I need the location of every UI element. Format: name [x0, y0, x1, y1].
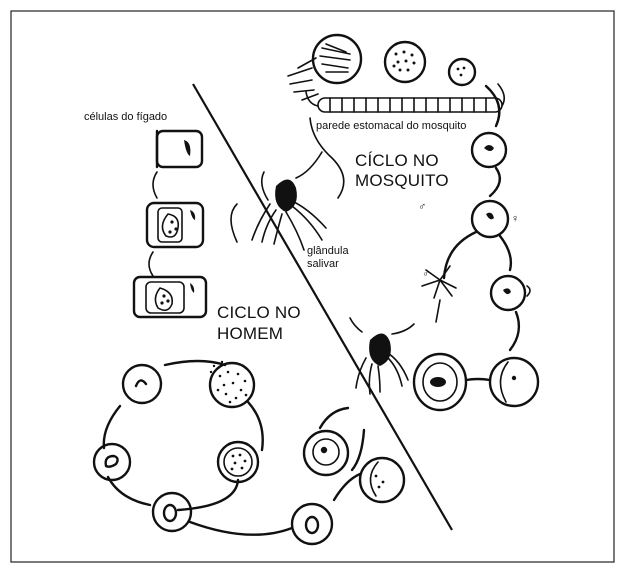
liver-cell-2: [145, 201, 205, 249]
oocyst-dotted: [383, 40, 427, 84]
liver-cells: [132, 129, 208, 319]
human-stage-5: [151, 491, 193, 533]
label-mosquito-cycle-line1: CÍCLO NO: [355, 151, 439, 170]
female-symbol: ♀: [511, 213, 519, 225]
stomach-cell-row: [305, 83, 506, 113]
label-mosquito-cycle-line2: MOSQUITO: [355, 171, 449, 190]
oocyst-with-sporozoites: [311, 33, 363, 85]
human-to-gametocyte-connector: [188, 520, 294, 536]
label-salivary-line1: glândula: [307, 245, 349, 257]
mosquito-stage-5: [488, 356, 540, 408]
human-cycle-arc: [102, 359, 264, 512]
label-human-cycle-line1: CICLO NO: [217, 303, 301, 322]
mosquito-stage-1: [470, 131, 508, 169]
label-human-cycle-line2: HOMEM: [217, 324, 283, 343]
oocyst-small: [447, 57, 477, 87]
figure-frame: [10, 10, 615, 563]
exflagellation: [421, 265, 457, 323]
liver-cell-connector-2: [148, 251, 154, 277]
label-liver-cells: células do fígado: [84, 111, 167, 123]
human-stage-4: [216, 440, 260, 484]
liver-cell-1: [155, 129, 204, 169]
mosquito-stage-2: [470, 199, 510, 239]
male-symbol-1: ♂: [418, 201, 426, 213]
salivary-connector: [309, 117, 345, 199]
human-stage-1: [121, 363, 163, 405]
label-salivary-line2: salivar: [307, 258, 339, 270]
mosquito-cycle: ♂ ♀ ♂: [412, 84, 540, 412]
mosquito-stage-3: [489, 274, 527, 312]
stomach-wall: [287, 33, 506, 113]
mosquito-upper: [230, 151, 327, 251]
mosquito-stage-4: [412, 352, 468, 412]
human-stage-3: [92, 442, 132, 482]
released-sporozoites: [287, 57, 319, 101]
human-cycle: [92, 359, 264, 533]
divider-line: [192, 83, 453, 531]
mosquito-lower: [349, 317, 415, 395]
gametocyte-stages: [290, 406, 406, 546]
label-stomach-wall: parede estomacal do mosquito: [316, 120, 466, 132]
liver-cell-connector-1: [152, 171, 158, 199]
liver-cell-3: [132, 275, 208, 319]
male-symbol-2: ♂: [422, 268, 430, 280]
human-stage-2: [208, 360, 256, 409]
male-gamete-tail: [526, 285, 531, 297]
